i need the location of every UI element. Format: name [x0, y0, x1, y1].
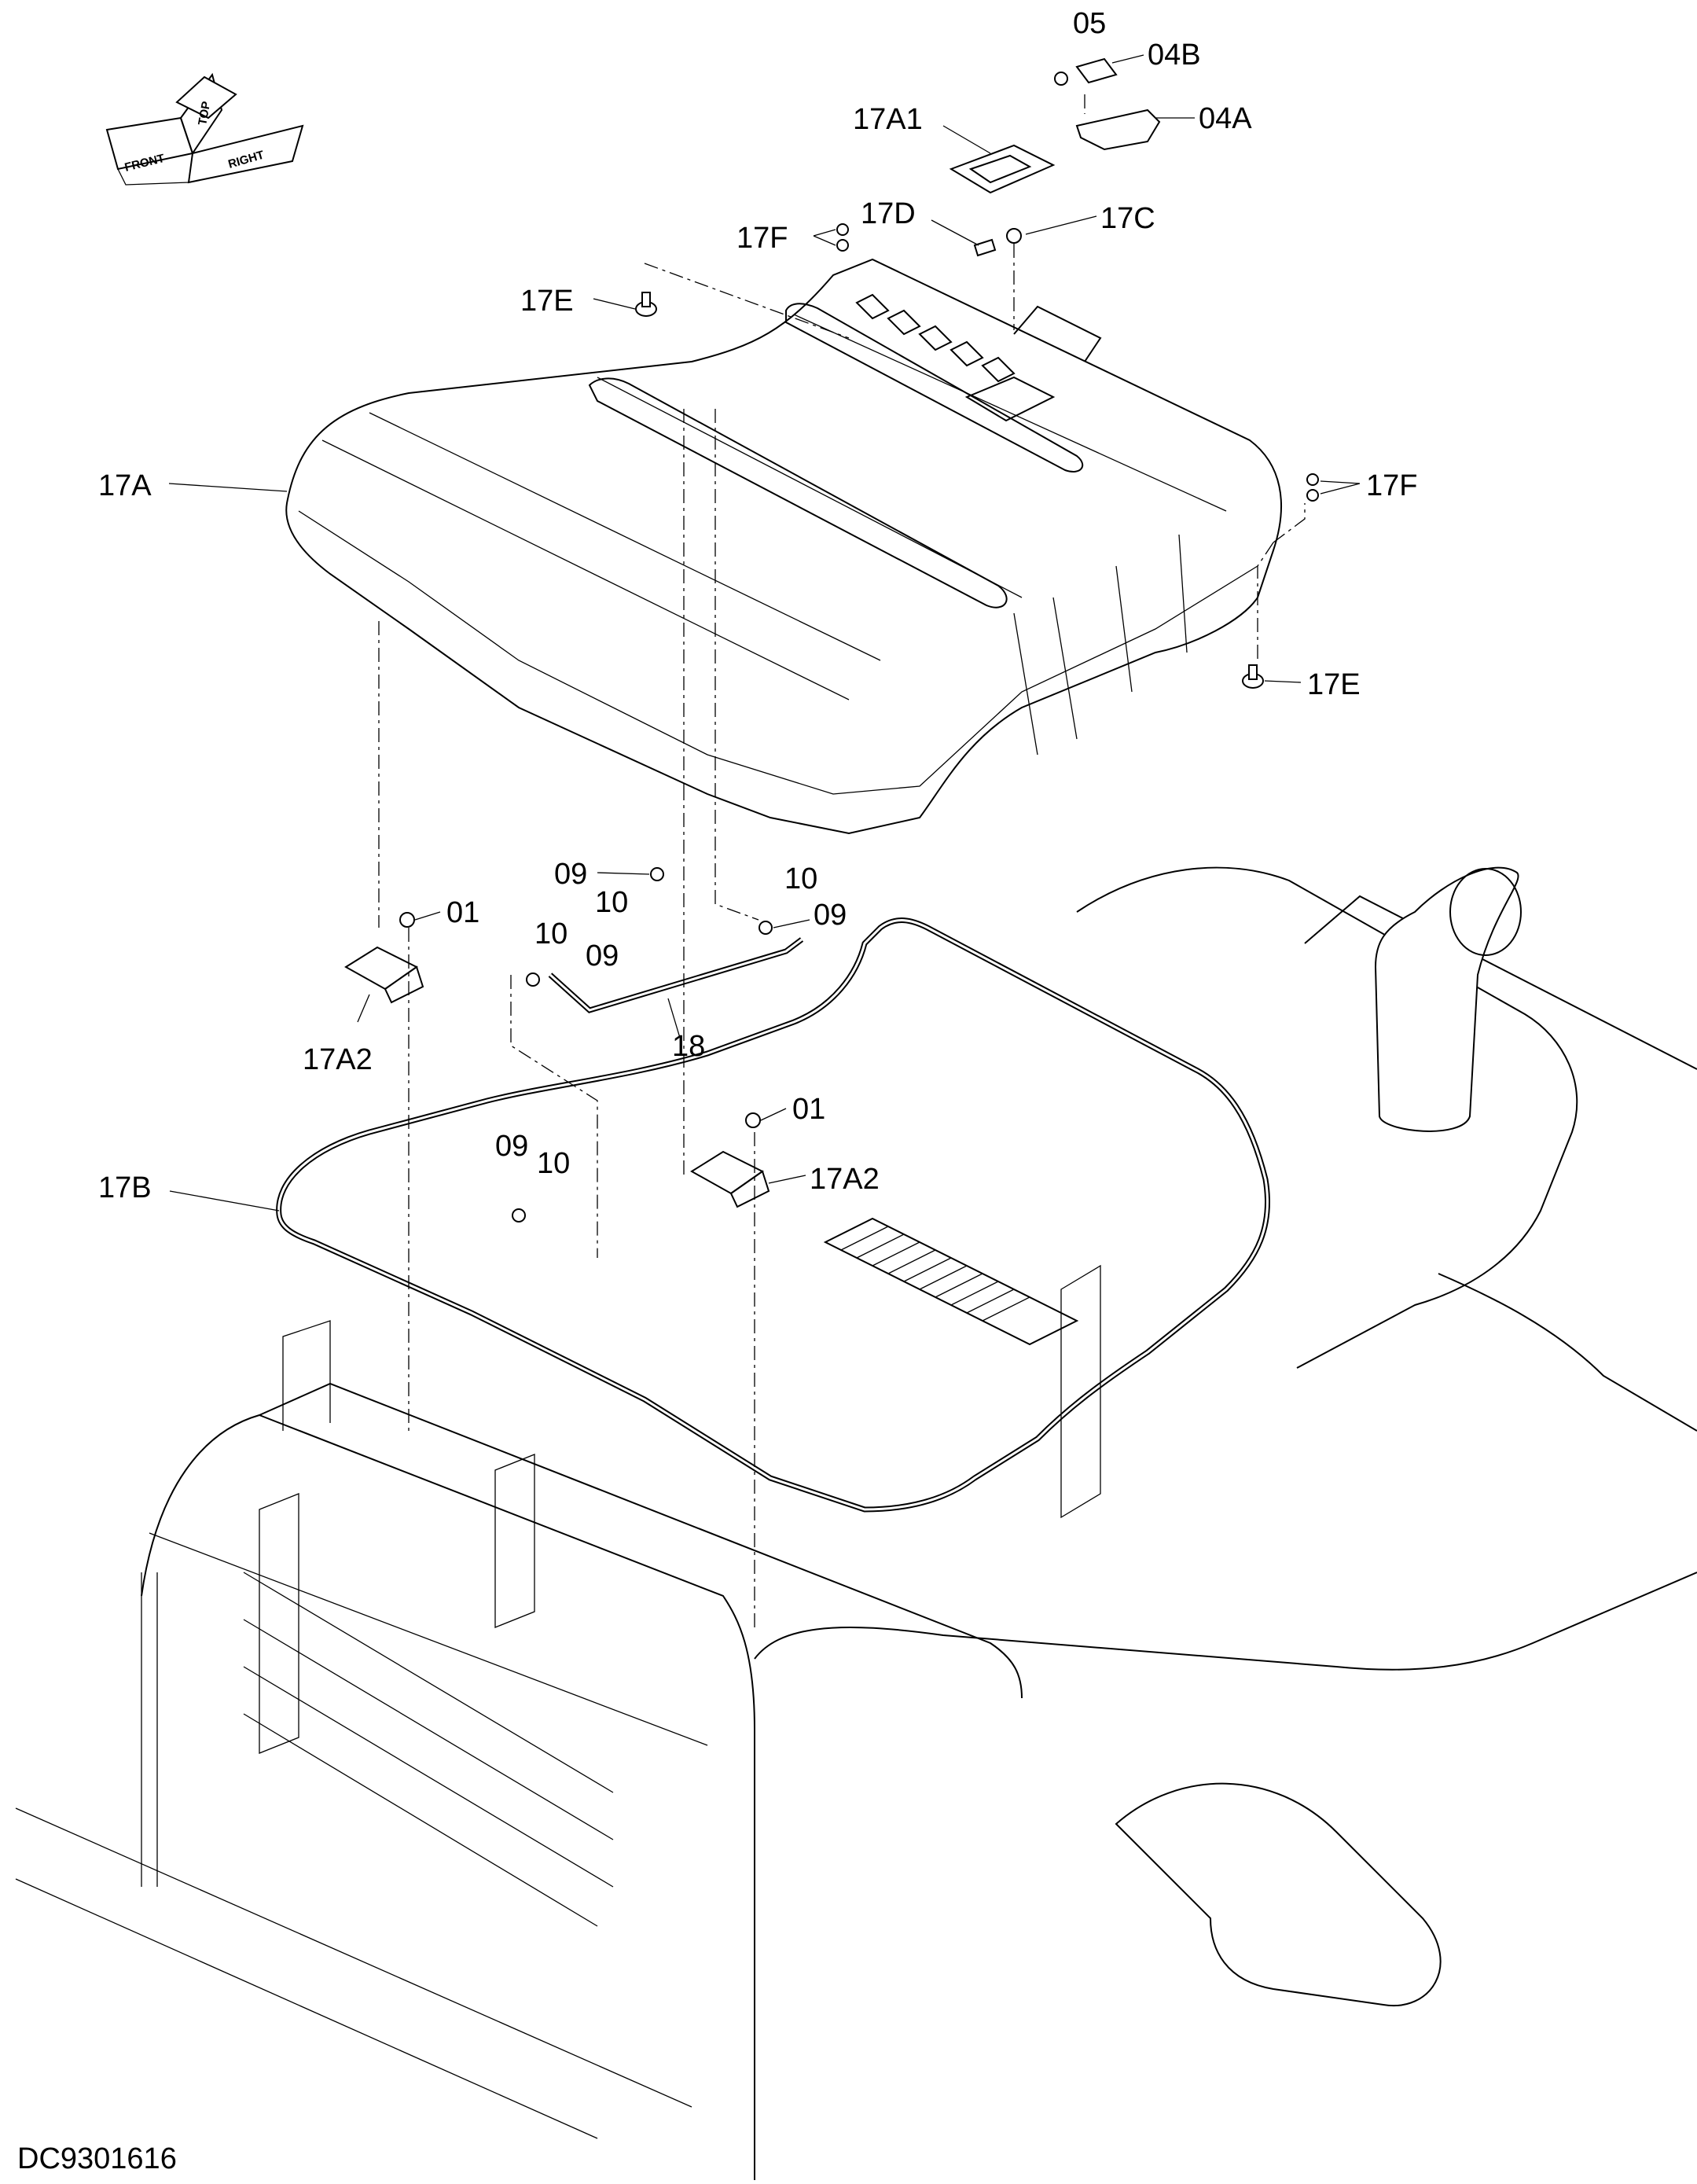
callout-17b: 17B	[98, 1171, 152, 1204]
callout-01-left: 01	[446, 896, 479, 929]
hood-cover-17a	[285, 258, 1282, 835]
callout-09-mid: 09	[586, 939, 619, 973]
callout-01-mid: 01	[792, 1093, 825, 1126]
callout-17a2-left: 17A2	[303, 1043, 373, 1076]
clip-17c	[1006, 228, 1022, 244]
nut-17f-right	[1306, 473, 1319, 502]
stopper-17e-top	[635, 292, 657, 317]
callout-17d: 17D	[861, 197, 916, 230]
callout-09-low: 09	[495, 1130, 528, 1163]
orientation-top-label: TOP	[196, 101, 213, 127]
plate-04b	[1075, 57, 1118, 84]
callout-17f-top: 17F	[736, 222, 788, 255]
machine-body	[15, 866, 1697, 2180]
callout-09-right: 09	[814, 899, 847, 932]
callout-17e-right: 17E	[1307, 668, 1361, 701]
callout-17a2-mid: 17A2	[810, 1163, 880, 1196]
support-rod-18	[548, 937, 804, 1013]
gasket-17b	[276, 917, 1271, 1513]
callout-leaders	[168, 54, 1361, 1211]
callout-17c: 17C	[1100, 202, 1155, 235]
callout-17e-top: 17E	[520, 285, 574, 318]
drawing-id: DC9301616	[17, 2142, 177, 2175]
callout-10-right: 10	[784, 862, 817, 895]
callout-05: 05	[1073, 7, 1106, 40]
callout-10-top: 10	[595, 886, 628, 919]
callout-09-top: 09	[554, 858, 587, 891]
callout-04a: 04A	[1199, 102, 1252, 135]
bolt-05	[1054, 72, 1068, 86]
bracket-04a	[1075, 108, 1161, 151]
callout-18: 18	[672, 1030, 705, 1063]
hinge-17a2-left	[344, 912, 424, 1004]
stopper-17e-right	[1242, 664, 1264, 689]
callout-17a1: 17A1	[853, 103, 923, 136]
callout-17a: 17A	[98, 469, 152, 502]
clip-17d	[973, 238, 997, 257]
assembly-leader-lines	[378, 94, 1306, 1627]
orientation-marker: FRONT TOP RIGHT	[105, 72, 304, 186]
callout-10-low: 10	[537, 1147, 570, 1180]
callout-labels: 05 04B 04A 17A1 17D 17C 17F 17E 17A 17F …	[98, 7, 1417, 1204]
callout-17f-right: 17F	[1366, 469, 1417, 502]
callout-04b: 04B	[1148, 39, 1201, 72]
callout-10-mid: 10	[534, 917, 568, 950]
washers-09-10	[512, 867, 773, 1223]
nut-17f-top	[836, 223, 849, 252]
latch-17a1	[949, 144, 1056, 194]
hinge-17a2-mid	[690, 1112, 770, 1208]
